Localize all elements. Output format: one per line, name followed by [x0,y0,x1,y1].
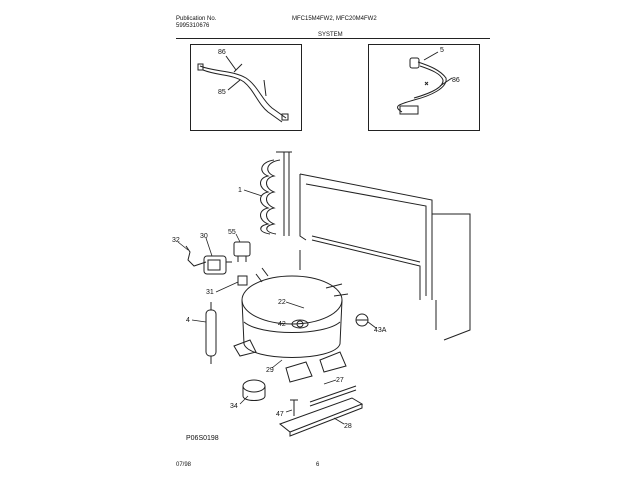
callout-28: 28 [344,423,352,430]
footer-date: 07/98 [176,462,192,468]
callout-22: 22 [278,299,286,306]
condenser-coil-drawing [260,151,292,236]
callout-31: 31 [206,289,214,296]
callout-86-left: 86 [218,49,226,56]
callout-29: 29 [266,367,274,374]
cabinet-outline-drawing [299,173,471,341]
wire-harness-drawing [197,55,289,123]
clip-drawing [355,313,369,327]
callout-42: 42 [278,321,286,328]
callout-43a: 43A [374,327,387,334]
publication-number: 5995310676 [176,23,210,29]
publication-label: Publication No. [176,16,217,22]
base-plate-drawing [278,385,364,437]
capacitor-drawing [242,379,266,401]
callout-5: 5 [440,47,444,54]
callout-27: 27 [336,377,344,384]
callout-55: 55 [228,229,236,236]
callout-30: 30 [200,233,208,240]
inset-box-right [368,44,480,131]
callout-32: 32 [172,237,180,244]
header-rule [176,38,490,39]
callout-34: 34 [230,403,238,410]
callout-1: 1 [238,187,242,194]
overload-drawing [233,241,251,262]
section-title: SYSTEM [318,32,343,38]
compressor-drawing [233,267,349,383]
grommet-drawing [296,320,304,328]
drier-drawing [205,302,217,364]
leader-lines [177,189,377,425]
model-numbers: MFC15M4FW2, MFC20M4FW2 [292,16,377,22]
page-number: 6 [316,462,320,468]
callout-85: 85 [218,89,226,96]
callout-86-right: 86 [452,77,460,84]
diagram-code: P06S0198 [186,435,219,442]
connector-drawing [237,275,248,286]
callout-47: 47 [276,411,284,418]
wire-with-connectors-drawing [397,51,453,115]
wire-loop-drawing [185,245,207,267]
callout-4: 4 [186,317,190,324]
relay-drawing [203,255,232,275]
screw-drawing [290,399,298,416]
